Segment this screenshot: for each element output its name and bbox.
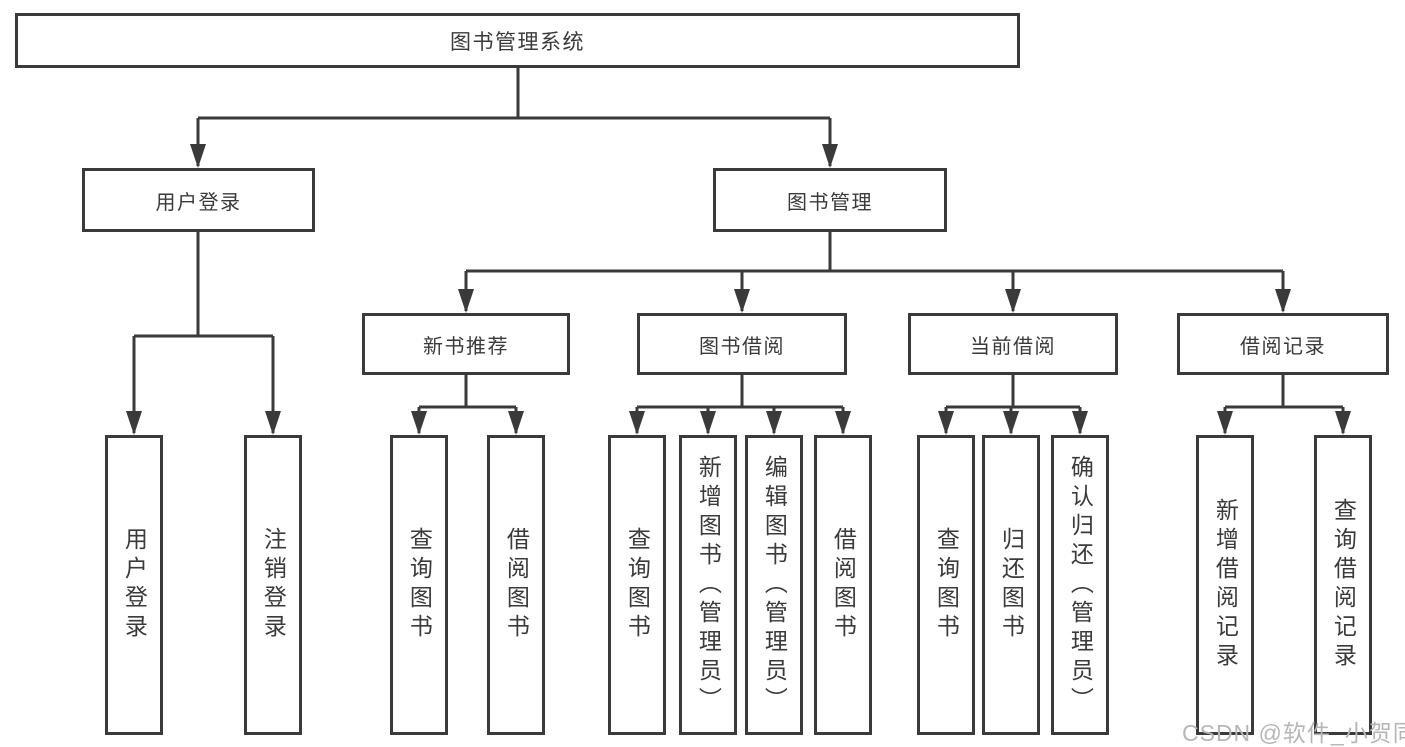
- leaf-user-login: 用户登录: [105, 435, 163, 735]
- arrowhead-icon: [458, 289, 474, 313]
- connector-borrow-records: [1223, 375, 1345, 433]
- arrowhead-icon: [766, 411, 782, 435]
- watermark: CSDN @软件_小贺同学: [1182, 720, 1405, 746]
- leaf-bb-add-books-admin-label: 新增图书（管理员）: [695, 454, 722, 716]
- branch-book-management: 图书管理: [713, 168, 947, 232]
- leaf-user-login-label: 用户登录: [121, 527, 148, 643]
- leaf-bb-query-books-label: 查询图书: [624, 527, 651, 643]
- connector-new-book: [417, 375, 518, 433]
- connector-user-login: [132, 232, 275, 433]
- section-book-borrowing-label: 图书借阅: [699, 335, 785, 358]
- arrowheads-layer: [126, 144, 1351, 435]
- branch-user-login: 用户登录: [82, 168, 315, 232]
- branch-book-management-label: 图书管理: [787, 191, 873, 214]
- root-node: 图书管理系统: [15, 13, 1020, 68]
- connector-book-management: [464, 232, 1285, 311]
- section-borrowing-records: 借阅记录: [1177, 313, 1389, 375]
- leaf-cb-return-books-label: 归还图书: [998, 527, 1025, 643]
- section-current-borrowing-label: 当前借阅: [970, 335, 1056, 358]
- leaf-logout-label: 注销登录: [260, 527, 287, 643]
- arrowhead-icon: [1275, 289, 1291, 313]
- arrowhead-icon: [1217, 411, 1233, 435]
- leaf-br-query-borrow-record-label: 查询借阅记录: [1330, 498, 1357, 672]
- arrowhead-icon: [126, 411, 142, 435]
- section-book-borrowing: 图书借阅: [637, 313, 847, 375]
- arrowhead-icon: [411, 411, 427, 435]
- arrowhead-icon: [190, 144, 206, 168]
- leaf-br-add-borrow-record-label: 新增借阅记录: [1212, 498, 1239, 672]
- section-borrowing-records-label: 借阅记录: [1240, 335, 1326, 358]
- arrowhead-icon: [629, 411, 645, 435]
- arrowhead-icon: [508, 411, 524, 435]
- section-current-borrowing: 当前借阅: [908, 313, 1118, 375]
- leaf-nb-borrow-books: 借阅图书: [487, 435, 545, 735]
- leaf-cb-confirm-return-admin-label: 确认归还（管理员）: [1067, 454, 1094, 716]
- arrowhead-icon: [1003, 411, 1019, 435]
- leaf-nb-borrow-books-label: 借阅图书: [503, 527, 530, 643]
- connector-root: [196, 68, 832, 166]
- root-node-label: 图书管理系统: [450, 30, 585, 54]
- arrowhead-icon: [1005, 289, 1021, 313]
- connector-book-borrow: [635, 375, 845, 433]
- section-new-book-recommendation: 新书推荐: [362, 313, 570, 375]
- arrowhead-icon: [1072, 411, 1088, 435]
- arrowhead-icon: [265, 411, 281, 435]
- leaf-bb-borrow-books-label: 借阅图书: [830, 527, 857, 643]
- arrowhead-icon: [835, 411, 851, 435]
- leaf-bb-edit-books-admin: 编辑图书（管理员）: [745, 435, 803, 735]
- section-new-book-recommendation-label: 新书推荐: [423, 335, 509, 358]
- arrowhead-icon: [734, 289, 750, 313]
- branch-user-login-label: 用户登录: [155, 191, 242, 214]
- leaf-br-query-borrow-record: 查询借阅记录: [1314, 435, 1372, 735]
- leaf-cb-query-books: 查询图书: [917, 435, 975, 735]
- leaf-bb-edit-books-admin-label: 编辑图书（管理员）: [761, 454, 788, 716]
- leaf-br-add-borrow-record: 新增借阅记录: [1196, 435, 1254, 735]
- leaf-nb-query-books-label: 查询图书: [406, 527, 433, 643]
- leaf-bb-add-books-admin: 新增图书（管理员）: [679, 435, 737, 735]
- arrowhead-icon: [822, 144, 838, 168]
- leaf-logout: 注销登录: [244, 435, 302, 735]
- leaf-bb-query-books: 查询图书: [608, 435, 666, 735]
- leaf-cb-confirm-return-admin: 确认归还（管理员）: [1051, 435, 1109, 735]
- leaf-cb-query-books-label: 查询图书: [933, 527, 960, 643]
- leaf-bb-borrow-books: 借阅图书: [814, 435, 872, 735]
- leaf-cb-return-books: 归还图书: [982, 435, 1040, 735]
- arrowhead-icon: [1335, 411, 1351, 435]
- arrowhead-icon: [700, 411, 716, 435]
- leaf-nb-query-books: 查询图书: [390, 435, 448, 735]
- arrowhead-icon: [938, 411, 954, 435]
